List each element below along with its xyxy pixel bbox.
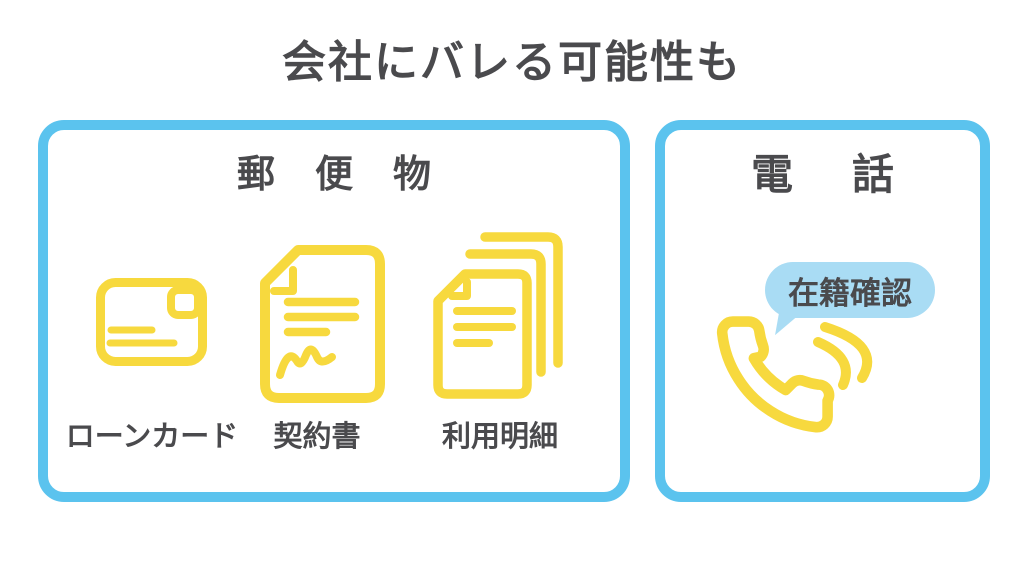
envelope-icon	[95, 277, 208, 367]
mail-panel-header: 郵便物	[236, 154, 471, 196]
speech-bubble-text: 在籍確認	[788, 275, 912, 311]
label-usage-statement: 利用明細	[441, 421, 558, 453]
label-loan-card: ローンカード	[65, 421, 239, 453]
contract-document-icon	[260, 245, 385, 403]
page-title: 会社にバレる可能性も	[282, 38, 742, 87]
phone-handset-icon	[705, 295, 875, 440]
phone-panel-header: 電話	[750, 151, 953, 198]
phone-panel: 電話 在籍確認	[655, 120, 990, 502]
stacked-documents-icon	[432, 228, 568, 400]
mail-panel: 郵便物	[38, 120, 630, 502]
speech-bubble: 在籍確認	[765, 262, 935, 339]
label-contract: 契約書	[273, 421, 361, 453]
